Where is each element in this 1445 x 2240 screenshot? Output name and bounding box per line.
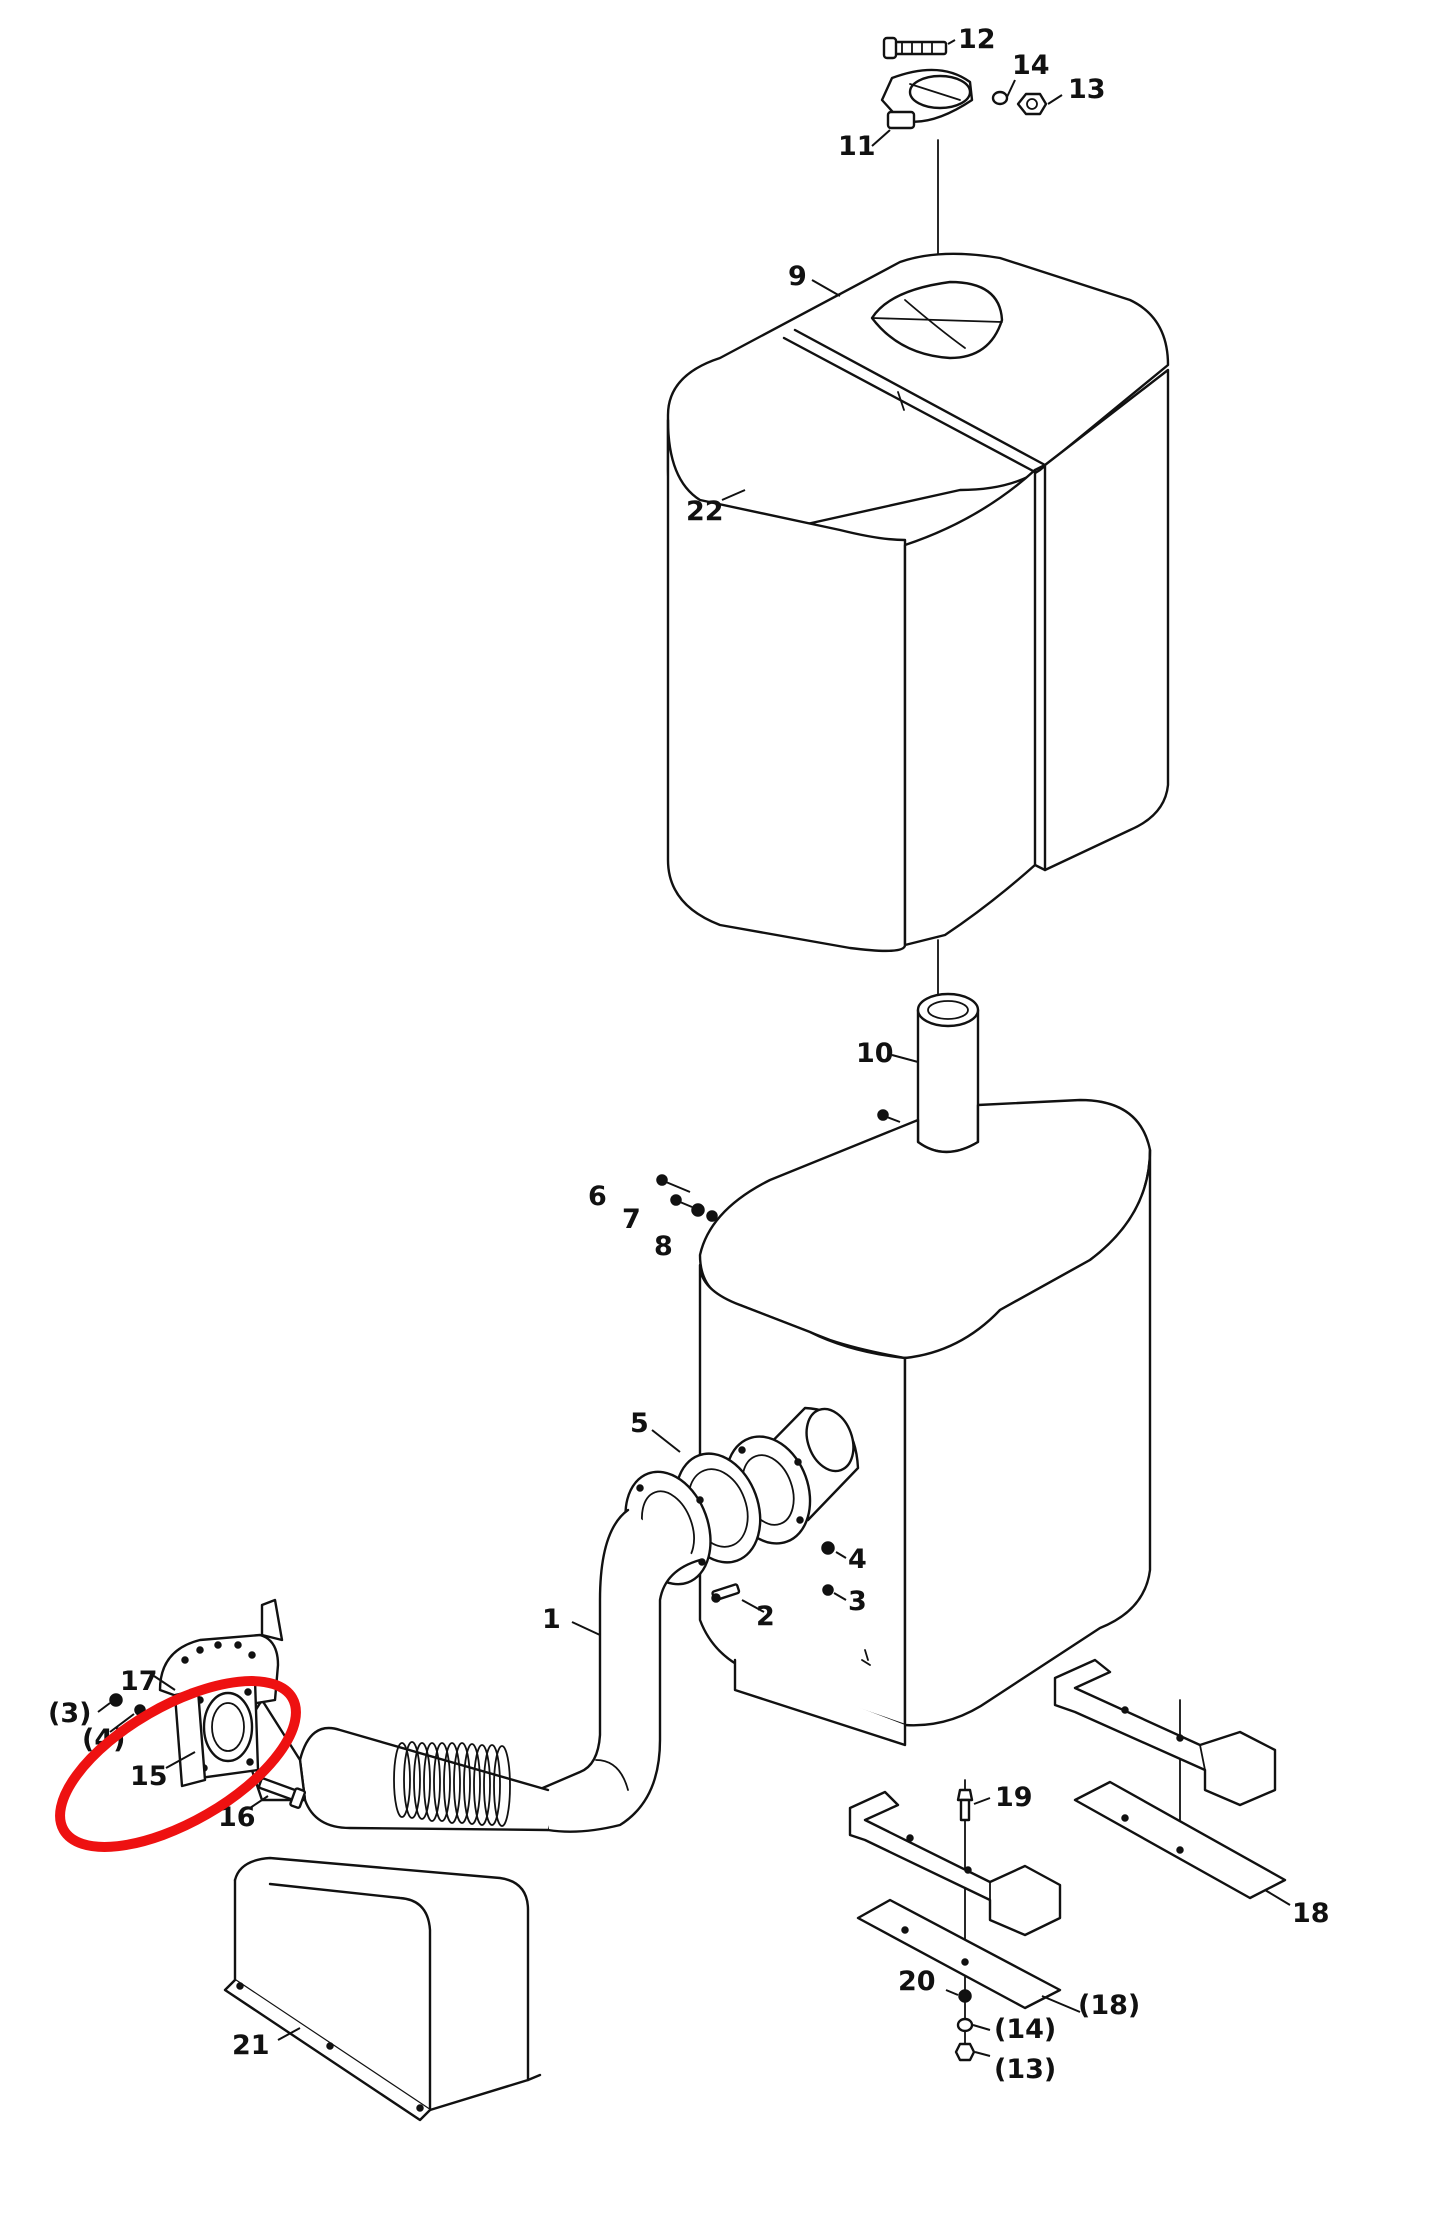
callout-3-paren: (3)	[48, 1698, 91, 1729]
callout-15: 15	[130, 1761, 168, 1792]
callout-4: 4	[848, 1544, 867, 1575]
callout-10: 10	[856, 1038, 894, 1069]
bolt-part-12	[882, 36, 948, 60]
cover-access-hole-part-9	[870, 280, 1004, 360]
mount-bracket-right	[1053, 1658, 1277, 1807]
inlet-pipe-stub	[750, 1406, 860, 1522]
bolt-part-16	[257, 1777, 307, 1809]
callout-labels: 12 14 13 11 9 22 10 6 7 8 5 1 2 4 3 17 (…	[48, 24, 1330, 2085]
flex-bellows	[393, 1741, 511, 1827]
callout-14-paren: (14)	[994, 2014, 1056, 2045]
fastener-part-8	[691, 1203, 718, 1222]
washer-part-14	[991, 90, 1009, 106]
heat-shield-part-21	[223, 1856, 542, 2122]
callout-18-paren: (18)	[1078, 1990, 1140, 2021]
callout-17: 17	[120, 1666, 158, 1697]
washer-part-14p	[956, 2017, 974, 2033]
insulation-cover-part-22	[666, 252, 1170, 953]
callout-7: 7	[622, 1204, 641, 1235]
callout-18: 18	[1292, 1898, 1330, 1929]
callout-2: 2	[756, 1601, 775, 1632]
shim-plate-part-18	[1073, 1780, 1287, 1900]
callout-6: 6	[588, 1181, 607, 1212]
callout-5: 5	[630, 1408, 649, 1439]
callout-21: 21	[232, 2030, 270, 2061]
washer-part-20	[958, 1989, 972, 2003]
nut-part-13p	[954, 2042, 976, 2062]
top-screw	[877, 1109, 901, 1123]
callout-13: 13	[1068, 74, 1106, 105]
muffler-body	[698, 1098, 1152, 1747]
callout-13-paren: (13)	[994, 2054, 1056, 2085]
callout-19: 19	[995, 1782, 1033, 1813]
fastener-part-7	[670, 1194, 693, 1208]
callout-14: 14	[1012, 50, 1050, 81]
callout-20: 20	[898, 1966, 936, 1997]
tailpipe-part-10	[916, 992, 980, 1154]
callout-11: 11	[838, 131, 876, 162]
exhaust-pipe-part-1	[298, 1470, 712, 1833]
shim-plate-part-18p	[856, 1898, 1062, 2010]
nut-part-3p	[109, 1693, 123, 1707]
adapter-flange-part-15	[188, 1678, 260, 1780]
leader-lines	[97, 39, 1291, 2057]
callout-12: 12	[958, 24, 996, 55]
callout-22: 22	[686, 496, 724, 527]
nut-part-13	[1016, 92, 1048, 116]
highlight-ellipse	[55, 1676, 301, 1852]
callout-9: 9	[788, 261, 807, 292]
callout-8: 8	[654, 1231, 673, 1262]
clamp-part-11	[880, 68, 974, 130]
fastener-part-6	[656, 1174, 691, 1193]
mount-bracket-left	[848, 1790, 1062, 1937]
washer-part-4	[821, 1541, 835, 1555]
callout-1: 1	[542, 1604, 561, 1635]
callout-3: 3	[848, 1586, 867, 1617]
bolt-part-19	[956, 1788, 974, 1822]
bolt-part-2	[711, 1583, 741, 1603]
nut-part-3	[822, 1584, 834, 1596]
